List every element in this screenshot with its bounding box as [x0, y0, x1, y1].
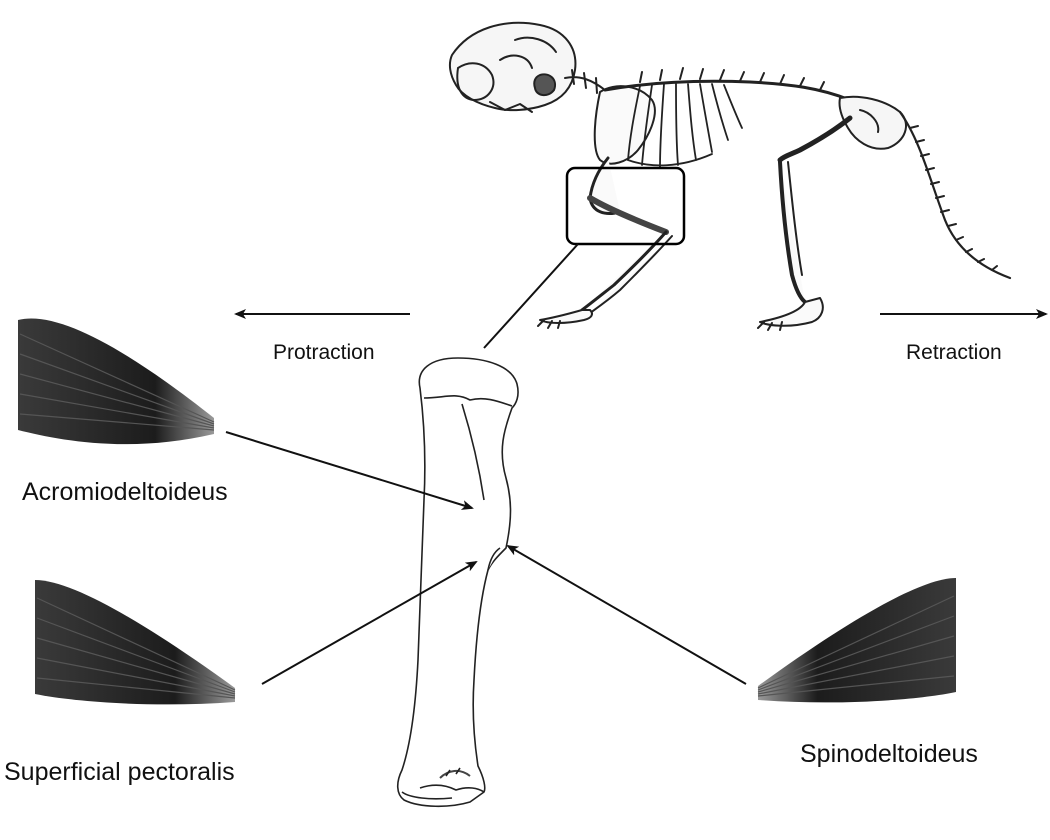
- muscle-spinodeltoideus: [757, 578, 956, 703]
- foreleg-drawing: [537, 156, 673, 329]
- protraction-label: Protraction: [273, 341, 375, 364]
- superficial-pectoralis-arrow: [261, 561, 478, 685]
- acromiodeltoideus-arrow: [225, 431, 474, 510]
- spinodeltoideus-arrow: [506, 544, 747, 685]
- tail-drawing: [898, 110, 1012, 280]
- humerus-highlight-box: [565, 166, 686, 246]
- acromiodeltoideus-label: Acromiodeltoideus: [22, 478, 228, 506]
- muscle-superficial-pectoralis: [35, 580, 236, 705]
- retraction-label: Retraction: [906, 341, 1002, 364]
- spinodeltoideus-label: Spinodeltoideus: [800, 740, 978, 768]
- hind-leg-drawing: [757, 115, 853, 331]
- zoom-connector-line: [483, 243, 579, 349]
- cat-skeleton: [448, 21, 1012, 331]
- neck-vertebrae: [564, 69, 606, 94]
- superficial-pectoralis-label: Superficial pectoralis: [4, 758, 235, 786]
- pelvis-drawing: [838, 95, 907, 150]
- ribcage-drawing: [627, 83, 743, 169]
- muscle-acromiodeltoideus: [18, 318, 215, 445]
- humerus-bone: [396, 357, 519, 808]
- skull-drawing: [448, 21, 577, 113]
